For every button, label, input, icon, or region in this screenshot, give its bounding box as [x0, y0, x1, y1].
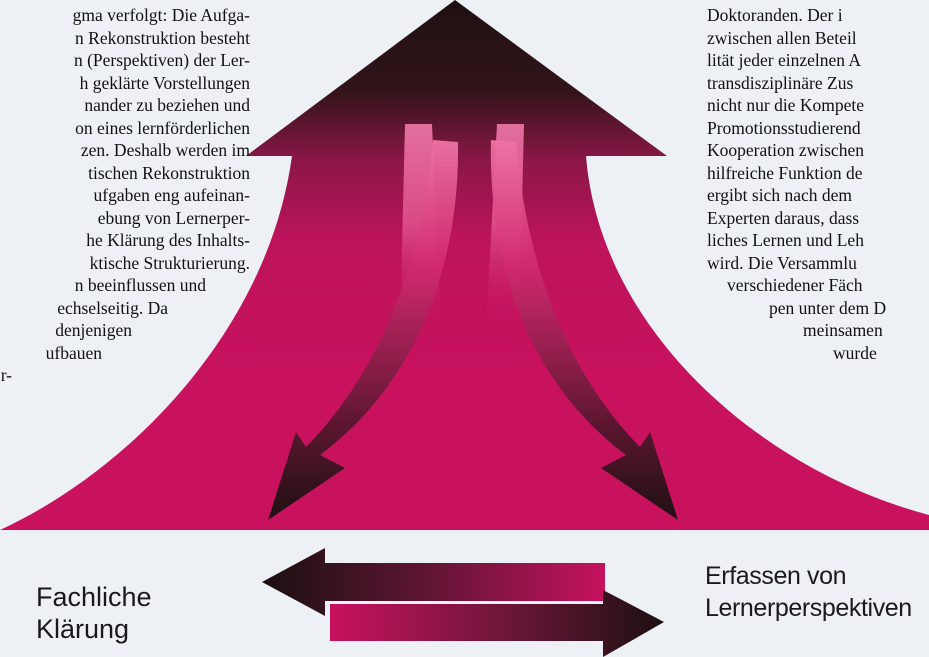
left-text-lines-line: n (Perspektiven) der Ler- [0, 49, 250, 72]
left-text-lines-line: h geklärte Vorstellungen [0, 72, 250, 95]
right-text-lines-line: hilfreiche Funktion de [707, 162, 929, 185]
right-text-lines-line: wird. Die Versammlu [707, 252, 929, 275]
right-text-lines-line: nicht nur die Kompete [707, 94, 929, 117]
left-text-lines-line: zen. Deshalb werden im [0, 139, 250, 162]
left-text-lines-line: denjenigen [0, 319, 250, 342]
left-text-lines-line: he Klärung des Inhalts- [0, 229, 250, 252]
left-text-lines-line: ufgaben eng aufeinan- [0, 184, 250, 207]
right-text-lines-line: zwischen allen Beteil [707, 27, 929, 50]
right-text-lines-line: lität jeder einzelnen A [707, 49, 929, 72]
label-right-line-2: Lernerperspektiven [705, 592, 912, 624]
left-text-lines-line: n Rekonstruktion besteht [0, 27, 250, 50]
label-left-line-1: Fachliche [36, 581, 152, 613]
left-text-column: gma verfolgt: Die Aufga-n Rekonstruktion… [0, 4, 250, 387]
right-text-lines-line: verschiedener Fäch [707, 274, 929, 297]
right-text-lines-line: Experten daraus, dass [707, 207, 929, 230]
right-text-lines-line: transdisziplinäre Zus [707, 72, 929, 95]
left-text-lines-line: nander zu beziehen und [0, 94, 250, 117]
left-text-lines-line: on eines lernförderlichen [0, 117, 250, 140]
right-text-lines-line: pen unter dem D [707, 297, 929, 320]
left-text-lines-line: tischen Rekonstruktion [0, 162, 250, 185]
right-text-lines-line: Promotionsstudierend [707, 117, 929, 140]
left-text-lines-line: ufbauen [0, 342, 250, 365]
left-text-lines-line: gma verfolgt: Die Aufga- [0, 4, 250, 27]
right-text-lines-line: wurde [707, 342, 929, 365]
label-erfassen-lernerperspektiven: Erfassen von Lernerperspektiven [705, 560, 912, 624]
right-text-lines-line: liches Lernen und Leh [707, 229, 929, 252]
right-text-lines-line: meinsamen [707, 319, 929, 342]
left-text-lines-line: ebung von Lernerper- [0, 207, 250, 230]
right-text-lines-line: Doktoranden. Der i [707, 4, 929, 27]
right-text-lines-line: ergibt sich nach dem [707, 184, 929, 207]
left-text-lines-line: echselseitig. Da [0, 297, 250, 320]
right-text-lines-line: Kooperation zwischen [707, 139, 929, 162]
left-text-lines-line: r- [0, 364, 250, 387]
left-text-lines-line: ktische Strukturierung. [0, 252, 250, 275]
label-right-line-1: Erfassen von [705, 560, 912, 592]
left-text-lines-line: n beeinflussen und [0, 274, 250, 297]
label-left-line-2: Klärung [36, 613, 152, 645]
label-fachliche-klaerung: Fachliche Klärung [36, 581, 152, 645]
